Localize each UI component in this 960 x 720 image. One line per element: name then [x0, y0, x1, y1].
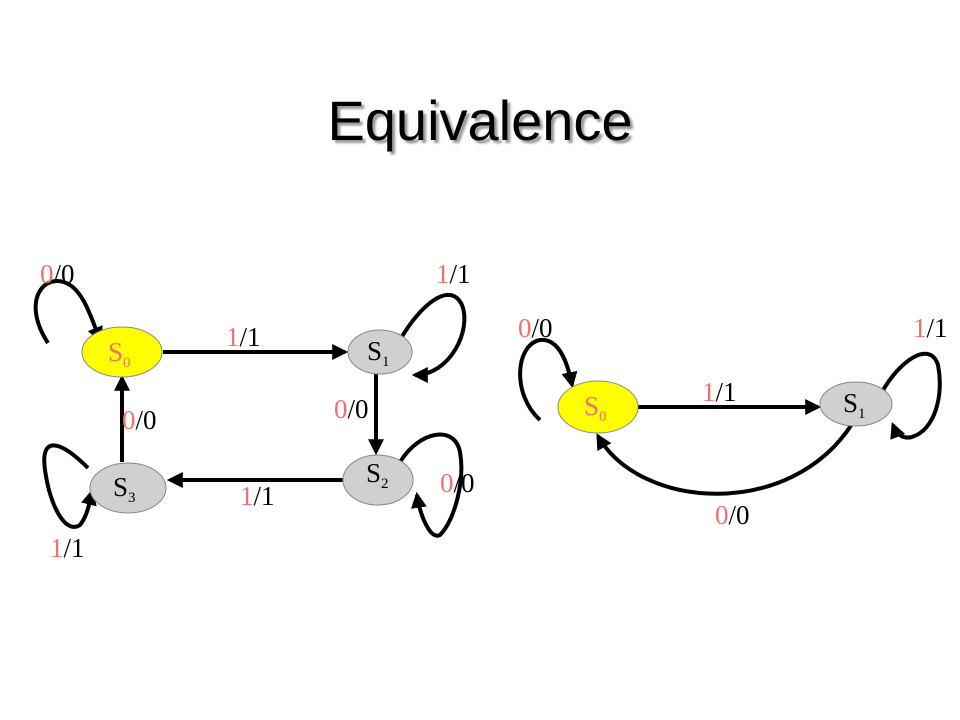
label-right-s0-loop: 0/0 — [518, 313, 553, 343]
state-s1-subscript: 1 — [382, 354, 390, 370]
loop-right-s0 — [518, 337, 578, 422]
state-s2-letter: S — [366, 458, 381, 488]
svg-text:S3: S3 — [113, 472, 136, 506]
svg-text:S2: S2 — [366, 458, 389, 492]
right-state-s1-subscript: 1 — [858, 406, 866, 422]
label-left-s1-s2: 0/0 — [334, 394, 369, 424]
svg-text:S1: S1 — [367, 336, 390, 370]
state-s3-letter: S — [113, 472, 128, 502]
right-state-s0-letter: S — [584, 391, 599, 421]
svg-text:S0: S0 — [108, 337, 131, 371]
right-state-s1: S1 — [819, 381, 893, 427]
slide-title: Equivalence — [327, 89, 633, 152]
right-state-s0: S0 — [557, 380, 639, 434]
label-left-s3-s0: 0/0 — [122, 405, 157, 435]
state-s1-letter: S — [367, 336, 382, 366]
label-left-s2-loop: 0/0 — [440, 468, 475, 498]
edge-right-s1-s0 — [596, 422, 854, 496]
loop-left-s0 — [33, 279, 103, 345]
label-left-s0-s1: 1/1 — [226, 322, 261, 352]
label-left-s3-loop: 1/1 — [50, 533, 85, 563]
label-right-s1-s0: 0/0 — [715, 500, 750, 530]
left-state-s0: S0 — [81, 326, 163, 378]
state-s0-letter: S — [108, 337, 123, 367]
right-state-s0-subscript: 0 — [599, 409, 607, 425]
svg-text:S1: S1 — [843, 388, 866, 422]
label-right-s1-loop: 1/1 — [913, 313, 948, 343]
loop-left-s2 — [398, 432, 464, 538]
label-right-s0-s1: 1/1 — [702, 377, 737, 407]
right-state-diagram: S0 S1 0/0 1/1 1/1 0/0 — [518, 313, 948, 530]
right-state-s1-letter: S — [843, 388, 858, 418]
label-left-s2-s3: 1/1 — [240, 481, 275, 511]
loop-right-s1 — [880, 351, 942, 440]
label-left-s1-loop: 1/1 — [436, 259, 471, 289]
left-state-diagram: S0 S1 S2 S3 0/0 1/1 1/1 0/0 0/0 1/1 1/1 … — [33, 259, 475, 563]
state-s0-subscript: 0 — [123, 355, 131, 371]
label-left-s0-loop: 0/0 — [40, 259, 75, 289]
loop-left-s3 — [42, 443, 97, 529]
state-s2-subscript: 2 — [381, 476, 389, 492]
state-s3-subscript: 3 — [128, 490, 136, 506]
svg-text:S0: S0 — [584, 391, 607, 425]
left-state-s1: S1 — [347, 329, 413, 375]
left-state-s2: S2 — [342, 454, 414, 506]
loop-left-s1 — [398, 292, 467, 383]
left-state-s3: S3 — [89, 462, 167, 514]
